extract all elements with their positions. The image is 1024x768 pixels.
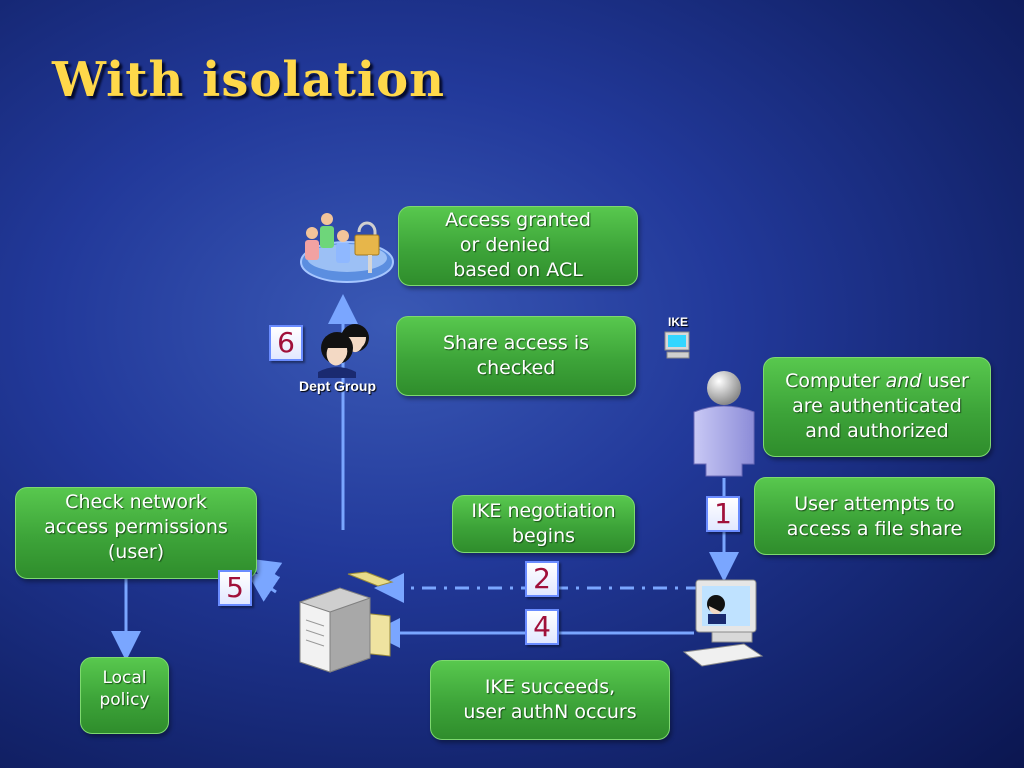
computer-user-auth-bubble: Computer and user are authenticated and …: [763, 357, 991, 457]
step-badge-2: 2: [525, 561, 559, 597]
step-badge-1: 1: [706, 496, 740, 532]
bubble-line: Access granted: [445, 209, 591, 231]
bubble-line: IKE negotiation: [471, 500, 616, 522]
arrow-server-to-check-2: [247, 572, 281, 602]
bubble-text: Computer: [785, 370, 886, 392]
share-access-bubble: Share access is checked: [396, 316, 636, 396]
local-policy-bubble: Local policy: [80, 657, 169, 734]
ike-label: IKE: [668, 315, 689, 329]
check-network-bubble: Check network access permissions (user): [15, 487, 257, 579]
slide-title: With isolation: [52, 52, 446, 108]
bubble-line: access permissions: [44, 516, 228, 538]
bubble-line: policy: [99, 690, 150, 710]
ike-negotiation-bubble: IKE negotiation begins: [452, 495, 635, 553]
step-badge-4: 4: [525, 609, 559, 645]
bubble-line: (user): [107, 541, 165, 563]
bubble-line: are authenticated: [792, 395, 962, 417]
bubble-line: checked: [476, 357, 556, 379]
user-attempts-bubble: User attempts to access a file share: [754, 477, 995, 555]
bubble-line: or denied: [459, 234, 551, 256]
bubble-line: Local: [102, 668, 147, 688]
step-badge-6: 6: [269, 325, 303, 361]
bubble-line: begins: [511, 525, 576, 547]
dept-group-label: Dept Group: [299, 378, 376, 394]
bubble-line: User attempts to: [794, 493, 955, 515]
bubble-emphasis: and: [885, 370, 922, 392]
bubble-line: user authN occurs: [463, 701, 637, 723]
bubble-text: user: [921, 370, 969, 392]
access-granted-bubble: Access granted or denied based on ACL: [398, 206, 638, 286]
bubble-line: IKE succeeds,: [484, 676, 616, 698]
bubble-line: access a file share: [786, 518, 963, 540]
ike-succeeds-bubble: IKE succeeds, user authN occurs: [430, 660, 670, 740]
bubble-line: based on ACL: [453, 259, 583, 281]
bubble-line: Check network: [65, 491, 207, 513]
bubble-line: and authorized: [805, 420, 949, 442]
bubble-line: Computer and user: [764, 369, 990, 394]
step-badge-5: 5: [218, 570, 252, 606]
bubble-line: Share access is: [442, 332, 590, 354]
